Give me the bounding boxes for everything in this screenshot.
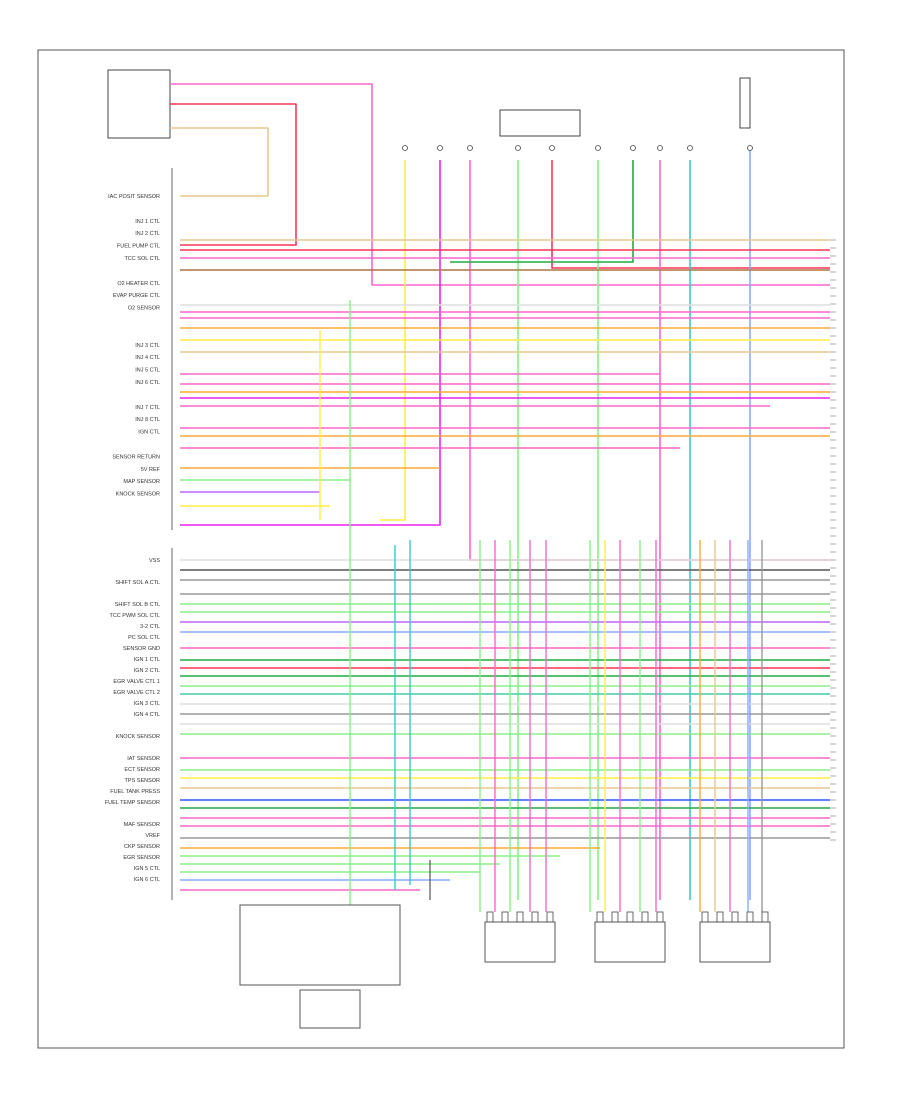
pcm-label: TCC PWM SOL CTL: [109, 613, 160, 619]
component-box-top-right: [739, 77, 751, 129]
connector-pin: [596, 911, 604, 923]
connector-pin: [716, 911, 724, 923]
bottom-component-b: [299, 989, 361, 1029]
wire: [170, 83, 830, 286]
pcm-labels-lower: VSS SHIFT SOL A CTL SHIFT SOL B CTL TCC PWM…: [105, 558, 161, 883]
connector-pin: [746, 911, 754, 923]
pcm-label: MAP SENSOR: [123, 479, 160, 485]
connector-pin: [731, 911, 739, 923]
pcm-label: INJ 1 CTL: [135, 219, 160, 225]
connector-pin: [761, 911, 769, 923]
connector-terminal: [437, 145, 443, 151]
pcm-label: O2 HEATER CTL: [117, 281, 160, 287]
diagram-frame: [37, 49, 845, 1049]
connector-terminal: [515, 145, 521, 151]
pcm-label: IAC POSIT SENSOR: [108, 194, 160, 200]
pcm-label: INJ 2 CTL: [135, 231, 160, 237]
pcm-label: IAT SENSOR: [127, 756, 160, 762]
connector-pin: [641, 911, 649, 923]
connector-terminal: [630, 145, 636, 151]
wire: [170, 103, 297, 246]
pcm-label: KNOCK SENSOR: [116, 492, 160, 498]
pcm-label: PC SOL CTL: [128, 635, 160, 641]
pcm-label: FUEL TANK PRESS: [110, 789, 160, 795]
bottom-sensor-3: [699, 921, 771, 963]
pcm-label: IGN 3 CTL: [134, 701, 160, 707]
pcm-label: SENSOR RETURN: [112, 454, 160, 460]
pcm-label: 3-2 CTL: [140, 624, 160, 630]
pcm-label: IGN 5 CTL: [134, 866, 160, 872]
pcm-label: KNOCK SENSOR: [116, 734, 160, 740]
wire: [170, 127, 269, 197]
pcm-label: 5V REF: [141, 467, 161, 473]
pcm-label: INJ 7 CTL: [135, 405, 160, 411]
component-box-top-center: [499, 109, 581, 137]
connector-terminal: [657, 145, 663, 151]
connector-terminal: [595, 145, 601, 151]
connector-terminal: [687, 145, 693, 151]
wire: [469, 160, 830, 561]
pcm-label: FUEL PUMP CTL: [117, 244, 160, 250]
wire-group: [170, 83, 836, 923]
bottom-sensor-1: [484, 921, 556, 963]
pcm-label: SHIFT SOL A CTL: [115, 580, 160, 586]
wire: [450, 160, 634, 263]
pcm-labels-upper: IAC POSIT SENSOR INJ 1 CTL INJ 2 CTL FUEL P…: [108, 194, 160, 498]
pcm-label: MAF SENSOR: [124, 822, 160, 828]
pcm-label: IGN 4 CTL: [134, 712, 160, 718]
connector-terminal: [402, 145, 408, 151]
pcm-label: SHIFT SOL B CTL: [115, 602, 160, 608]
connector-pin: [701, 911, 709, 923]
wire: [180, 160, 441, 526]
connector-pin: [516, 911, 524, 923]
pcm-label: EGR SENSOR: [123, 855, 160, 861]
connector-terminal: [549, 145, 555, 151]
pcm-label: INJ 3 CTL: [135, 343, 160, 349]
pcm-label: TPS SENSOR: [125, 778, 160, 784]
pcm-label: VREF: [145, 833, 160, 839]
bottom-component-a: [239, 904, 401, 986]
connector-pin: [486, 911, 494, 923]
pcm-label: EVAP PURGE CTL: [113, 293, 160, 299]
wire: [380, 160, 406, 521]
connector-pin: [611, 911, 619, 923]
pcm-label: SENSOR GND: [123, 646, 160, 652]
pcm-label: IGN 2 CTL: [134, 668, 160, 674]
connector-terminal: [467, 145, 473, 151]
component-box-top-left: [107, 69, 171, 139]
connector-pin: [626, 911, 634, 923]
connector-pin: [531, 911, 539, 923]
pcm-label: TCC SOL CTL: [124, 256, 160, 262]
pcm-label: CKP SENSOR: [124, 844, 160, 850]
connector-pin: [501, 911, 509, 923]
connector-terminal: [747, 145, 753, 151]
connector-pin: [546, 911, 554, 923]
pcm-label: INJ 8 CTL: [135, 417, 160, 423]
pcm-label: ECT SENSOR: [124, 767, 160, 773]
pcm-label: FUEL TEMP SENSOR: [105, 800, 160, 806]
pcm-label: INJ 6 CTL: [135, 380, 160, 386]
pcm-label: INJ 5 CTL: [135, 368, 160, 374]
pcm-label: IGN CTL: [138, 430, 160, 436]
pcm-label: VSS: [149, 558, 160, 564]
pcm-label: EGR VALVE CTL 2: [113, 690, 160, 696]
pcm-label: INJ 4 CTL: [135, 355, 160, 361]
bottom-sensor-2: [594, 921, 666, 963]
wire: [551, 160, 830, 269]
pcm-label: O2 SENSOR: [128, 306, 160, 312]
pcm-label: EGR VALVE CTL 1: [113, 679, 160, 685]
pcm-label: IGN 6 CTL: [134, 877, 160, 883]
connector-pin: [656, 911, 664, 923]
pcm-label: IGN 1 CTL: [134, 657, 160, 663]
